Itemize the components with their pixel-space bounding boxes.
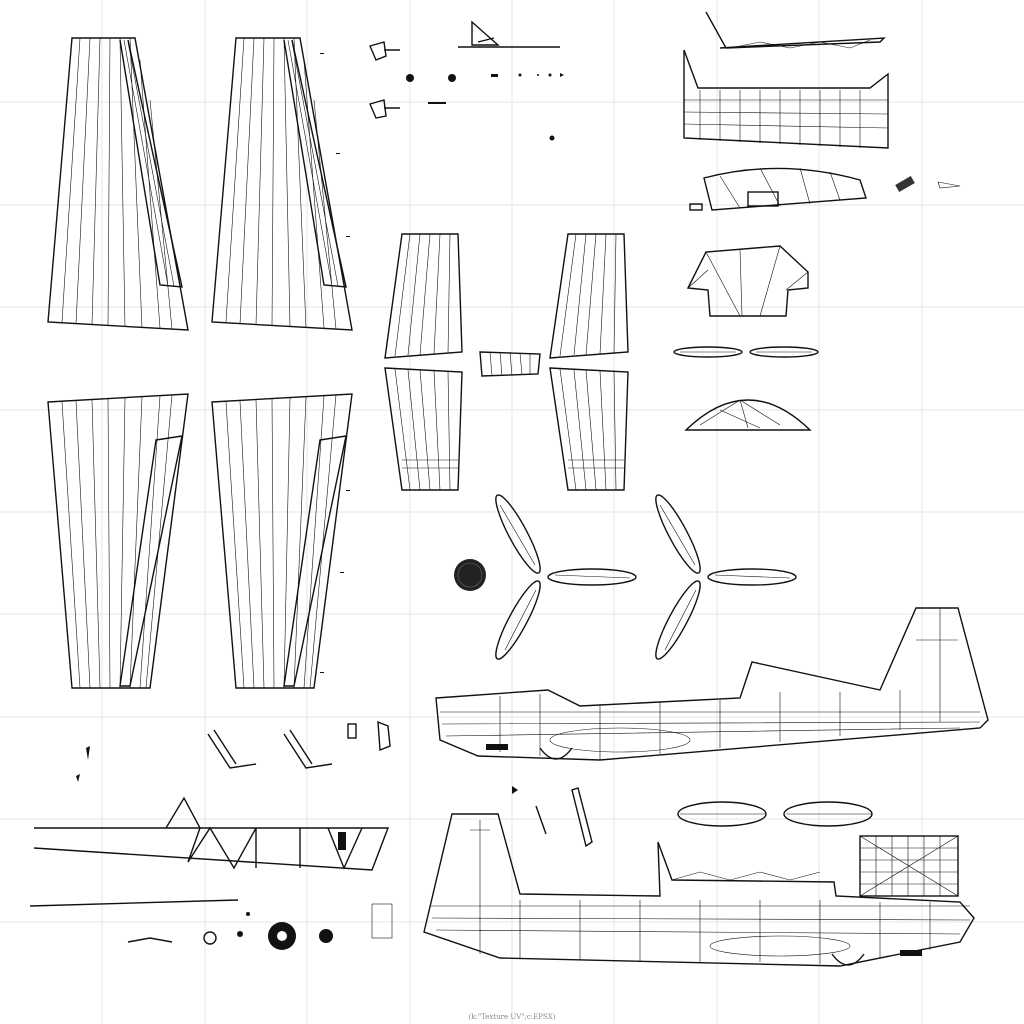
landing-gear-parts [76,720,391,782]
spinner [454,559,486,591]
fuselage-side-right [435,607,989,761]
propeller-left [495,494,637,660]
cowl-arc [684,399,812,431]
belly-panel [859,835,959,897]
turtledeck-strip [705,11,886,49]
side-frame-lines [29,796,393,939]
wing-panel-lower-right [211,393,353,689]
footer-caption: (k:"Texture UV";c:EPSX) [468,1013,556,1021]
propeller-right [655,494,797,660]
small-parts-top [369,20,564,141]
hardware-parts [127,912,333,950]
canopy-top [689,167,961,211]
wing-panel-upper-left [47,37,189,331]
canopy-frame [686,245,809,317]
tail-center-strip [479,351,541,377]
wing-panel-lower-left [47,393,189,689]
tail-surface-left [384,233,463,491]
fuselage-top-panel [683,49,889,149]
wing-panel-upper-right [211,37,353,331]
scale-marks [320,53,350,673]
fuselage-side-left [423,813,975,967]
wheel-pants [512,786,873,848]
tail-surface-right [549,233,629,491]
windscreen-strips [673,346,819,358]
